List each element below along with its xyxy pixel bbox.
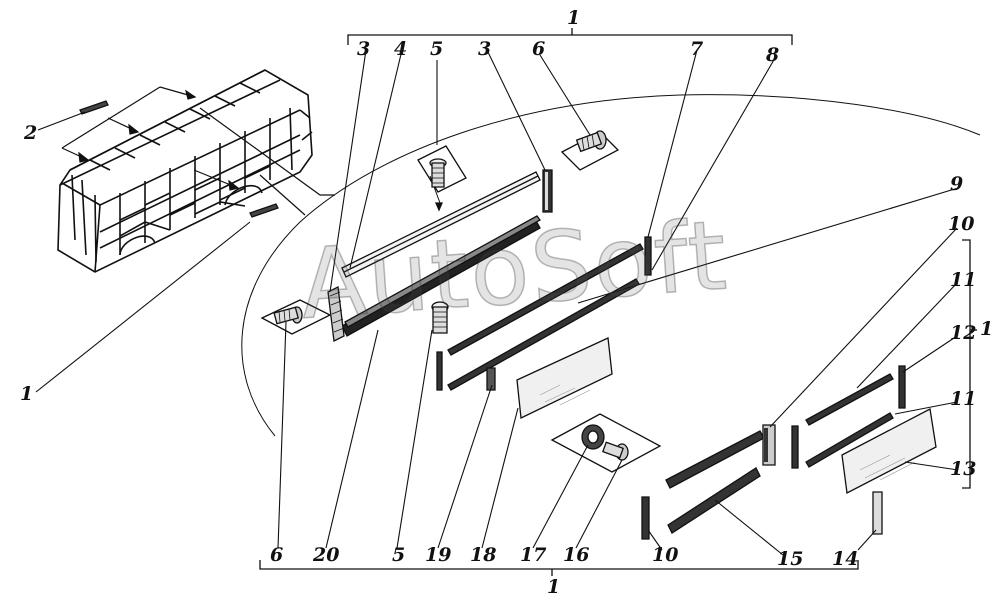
label-part-16: 16 [563, 544, 590, 566]
main-profile-20 [342, 216, 540, 336]
label-part-10-bottom: 10 [652, 544, 679, 566]
hardware-box-16-17 [552, 414, 660, 472]
side-insert-strips [80, 101, 278, 217]
label-part-19: 19 [425, 544, 452, 566]
watermark-text: AutoSoft [296, 198, 733, 341]
label-part-11-bottom: 11 [950, 388, 977, 410]
screw-5-bottom [432, 302, 448, 333]
label-part-13: 13 [950, 458, 977, 480]
label-part-5-top: 5 [430, 38, 444, 60]
label-bus-frame: 1 [20, 383, 34, 405]
top-bracket [348, 28, 792, 45]
screw-box-6-left [262, 300, 330, 334]
label-part-12: 12 [950, 322, 977, 344]
detail-arc [242, 95, 980, 436]
label-part-15: 15 [777, 548, 804, 570]
right-bracket [962, 240, 977, 488]
label-right-bracket: 1 [980, 318, 994, 340]
posts-10 [642, 425, 798, 539]
label-part-3a: 3 [357, 38, 371, 60]
bus-callout-arrows [62, 87, 335, 215]
bottom-bracket [260, 560, 858, 576]
end-cap-right [543, 170, 552, 212]
label-side-insert: 2 [24, 122, 38, 144]
leader-lines [36, 50, 958, 555]
label-top-bracket: 1 [567, 7, 581, 29]
post-12 [899, 366, 905, 408]
label-part-6-top: 6 [532, 38, 546, 60]
bus-frame [58, 70, 312, 272]
label-part-6-bottom: 6 [270, 544, 284, 566]
label-part-3b: 3 [478, 38, 492, 60]
label-part-8: 8 [766, 44, 780, 66]
end-cap-left [328, 287, 344, 341]
label-part-10-top: 10 [948, 213, 975, 235]
label-bottom-bracket: 1 [547, 576, 561, 598]
label-part-14: 14 [832, 548, 859, 570]
label-part-17: 17 [520, 544, 547, 566]
post-left-small [437, 352, 495, 390]
label-part-11-top: 11 [950, 269, 977, 291]
label-part-7: 7 [690, 38, 704, 60]
label-part-4: 4 [394, 38, 408, 60]
upper-profile-4 [342, 172, 540, 277]
label-part-9: 9 [950, 173, 964, 195]
rails-11 [806, 374, 893, 467]
label-part-18: 18 [470, 544, 497, 566]
glass-panel-18 [517, 338, 612, 418]
rail-15 [666, 431, 764, 533]
screw-box-6-top [562, 131, 618, 170]
glass-panel-13 [842, 409, 936, 493]
label-part-20: 20 [313, 544, 340, 566]
cap-14 [873, 492, 882, 534]
screw-box-5-top [418, 146, 466, 210]
label-part-5-bottom: 5 [392, 544, 406, 566]
